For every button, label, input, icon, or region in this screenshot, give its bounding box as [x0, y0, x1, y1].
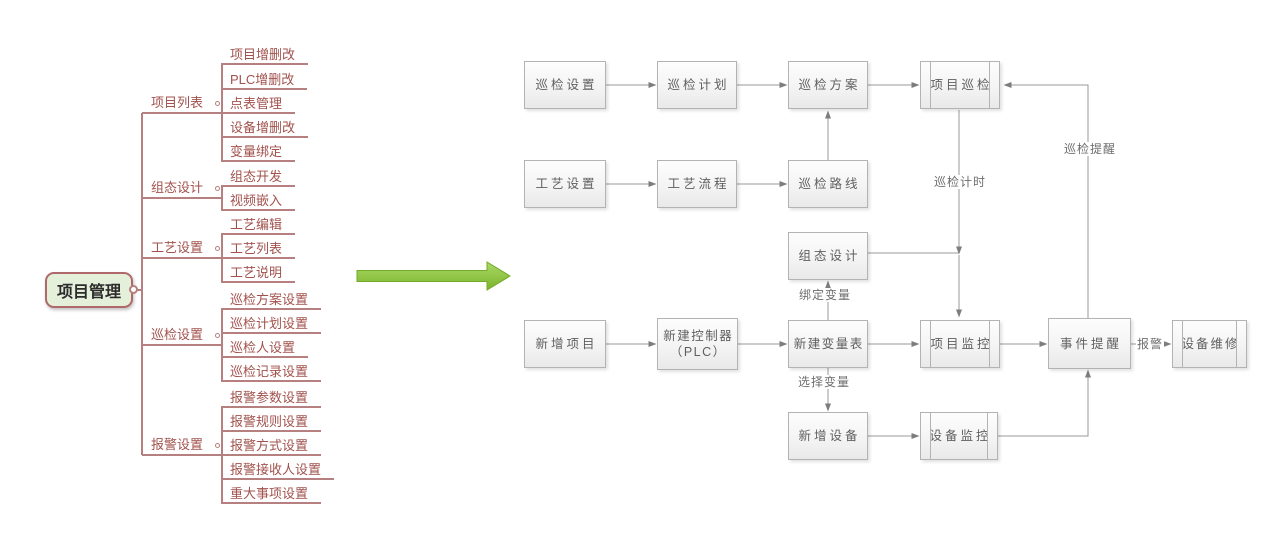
flow-node-inspection-plan[interactable]: 巡检计划 [657, 61, 737, 109]
edge-label-bind-variable: 绑定变量 [798, 288, 853, 302]
mindmap-branch-alarm-settings[interactable]: 报警设置 [142, 438, 223, 456]
flow-node-process-flow[interactable]: 工艺流程 [657, 160, 737, 208]
flow-node-new-equipment[interactable]: 新增设备 [788, 412, 868, 460]
flow-node-event-reminder[interactable]: 事件提醒 [1048, 318, 1131, 369]
flow-node-new-variable-table[interactable]: 新建变量表 [788, 320, 868, 368]
mindmap-leaf[interactable]: 巡检方案设置 [223, 292, 322, 310]
mindmap-leaf[interactable]: 变量绑定 [223, 144, 296, 162]
mindmap-leaf[interactable]: 工艺列表 [223, 241, 296, 259]
node-label-line2: （PLC） [669, 345, 727, 359]
mindmap-branch-process-settings[interactable]: 工艺设置 [142, 241, 223, 259]
green-transition-arrow [356, 261, 511, 291]
flow-node-new-controller-plc[interactable]: 新建控制器 （PLC） [657, 318, 738, 370]
edge-label-inspection-timing: 巡检计时 [933, 175, 988, 189]
root-connector-ring [129, 285, 138, 294]
mindmap-leaf[interactable]: 报警参数设置 [223, 390, 322, 408]
flow-node-new-project[interactable]: 新增项目 [524, 320, 606, 368]
flowchart-edges [606, 82, 1172, 439]
mindmap-leaf[interactable]: 工艺编辑 [223, 217, 296, 235]
collapse-ring-icon[interactable] [215, 100, 220, 106]
mindmap-branch-config-design[interactable]: 组态设计 [142, 181, 223, 199]
branch-label: 巡检设置 [151, 327, 204, 342]
mindmap-branch-inspection-settings[interactable]: 巡检设置 [142, 328, 223, 346]
mindmap-leaf[interactable]: 组态开发 [223, 169, 296, 187]
mindmap-root-project-management[interactable]: 项目管理 [45, 272, 133, 308]
mindmap-leaf[interactable]: 报警接收人设置 [223, 462, 335, 480]
mindmap-leaf[interactable]: 设备增删改 [223, 120, 309, 138]
collapse-ring-icon[interactable] [215, 332, 220, 338]
branch-label: 组态设计 [151, 180, 204, 195]
mindmap-leaf[interactable]: 报警方式设置 [223, 438, 322, 456]
flow-node-config-design[interactable]: 组态设计 [788, 232, 868, 280]
mindmap-branch-project-list[interactable]: 项目列表 [142, 96, 223, 114]
collapse-ring-icon[interactable] [215, 442, 220, 448]
mindmap-leaf[interactable]: PLC增删改 [223, 72, 308, 90]
node-label-line1: 新建控制器 [663, 329, 734, 343]
mindmap-leaf[interactable]: 项目增删改 [223, 47, 309, 65]
mindmap-leaf[interactable]: 巡检计划设置 [223, 316, 322, 334]
mindmap-leaf[interactable]: 重大事项设置 [223, 486, 322, 504]
edge-label-alarm: 报警 [1136, 337, 1165, 351]
flow-node-project-inspection[interactable]: 项目巡检 [920, 61, 1000, 109]
collapse-ring-icon[interactable] [215, 245, 220, 251]
mindmap-leaf[interactable]: 工艺说明 [223, 265, 296, 283]
flow-node-equipment-monitoring[interactable]: 设备监控 [920, 412, 998, 460]
branch-label: 工艺设置 [151, 240, 204, 255]
flow-node-inspection-scheme[interactable]: 巡检方案 [788, 61, 868, 109]
branch-label: 项目列表 [151, 95, 204, 110]
flow-node-project-monitoring[interactable]: 项目监控 [920, 320, 1000, 368]
edge-label-inspection-reminder: 巡检提醒 [1063, 142, 1118, 156]
flow-node-equipment-maintenance[interactable]: 设备维修 [1172, 320, 1247, 368]
collapse-ring-icon[interactable] [215, 185, 220, 191]
flow-node-process-settings[interactable]: 工艺设置 [524, 160, 606, 208]
edge-label-select-variable: 选择变量 [797, 375, 852, 389]
flow-node-inspection-route[interactable]: 巡检路线 [788, 160, 868, 208]
mindmap-leaf[interactable]: 视频嵌入 [223, 193, 296, 211]
branch-label: 报警设置 [151, 437, 204, 452]
mindmap-leaf[interactable]: 点表管理 [223, 96, 296, 114]
flow-node-inspection-settings[interactable]: 巡检设置 [524, 61, 606, 109]
mindmap-leaf[interactable]: 报警规则设置 [223, 414, 322, 432]
mindmap-leaf[interactable]: 巡检记录设置 [223, 364, 322, 382]
mindmap-leaf[interactable]: 巡检人设置 [223, 340, 309, 358]
